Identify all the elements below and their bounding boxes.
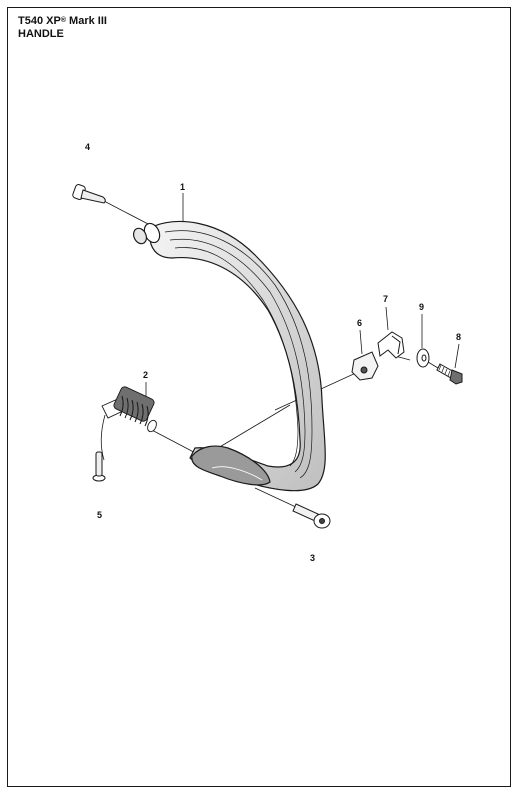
callout-8: 8 [456, 332, 461, 342]
part-6-bracket [351, 351, 379, 381]
part-2-vibration-spring [101, 386, 157, 433]
leader-line-4 [103, 200, 151, 226]
part-1-front-handle [132, 220, 326, 492]
part-8-screw [436, 363, 463, 385]
callout-9: 9 [419, 302, 424, 312]
leader-line-5 [100, 414, 106, 461]
callout-2: 2 [143, 370, 148, 380]
callout-labels: 1 2 3 4 5 6 7 8 9 [85, 142, 461, 563]
part-5-screw [92, 451, 106, 482]
leader-line-6 [359, 329, 363, 355]
model-title-suffix: Mark III [65, 15, 107, 27]
callout-1: 1 [180, 182, 185, 192]
leader-line-8 [454, 343, 460, 369]
leader-line-axis-mid [217, 404, 291, 449]
callout-5: 5 [97, 510, 102, 520]
part-4-bolt [72, 184, 106, 204]
callout-6: 6 [357, 318, 362, 328]
registered-mark: ® [60, 17, 66, 24]
callout-4: 4 [85, 142, 90, 152]
leader-line-3 [254, 487, 299, 509]
part-3-bolt [292, 503, 331, 529]
model-title: T540 XP® Mark III [18, 15, 107, 28]
callout-7: 7 [383, 294, 388, 304]
callout-3: 3 [310, 553, 315, 563]
part-7-clip [377, 331, 405, 359]
page-frame [7, 7, 511, 787]
leader-lines [100, 193, 460, 509]
leader-line-screw-axis [427, 361, 439, 369]
section-title: HANDLE [18, 28, 64, 40]
leader-line-7 [385, 306, 389, 331]
model-title-prefix: T540 XP [18, 15, 61, 27]
part-9-washer [416, 348, 430, 368]
